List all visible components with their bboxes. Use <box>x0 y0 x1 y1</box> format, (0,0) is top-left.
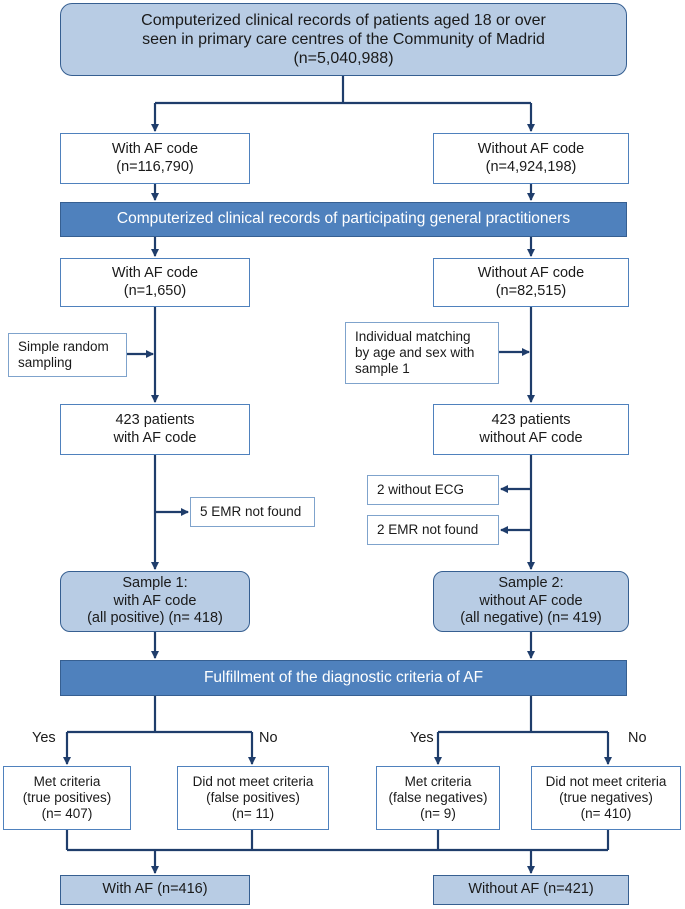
outcome-line2: (true positives) <box>22 789 112 805</box>
left-emr-not-found-box: 5 EMR not found <box>190 497 315 527</box>
sample2-count: (all negative) (n= 419) <box>460 610 602 627</box>
right-without-ecg-text: 2 without ECG <box>377 481 465 497</box>
outcome-line1: Did not meet criteria <box>545 773 667 789</box>
sample1-count: (all positive) (n= 418) <box>87 610 223 627</box>
right-without-ecg-box: 2 without ECG <box>367 475 499 505</box>
level3-without-af-box: 423 patients without AF code <box>433 404 629 455</box>
level3-left-line1: 423 patients <box>115 412 195 429</box>
level2-without-af-box: Without AF code (n=82,515) <box>433 258 629 307</box>
level3-right-line1: 423 patients <box>491 412 571 429</box>
final-with-af-text: With AF (n=416) <box>102 881 208 898</box>
level1-with-af-box: With AF code (n=116,790) <box>60 133 250 184</box>
outcome-line2: (true negatives) <box>559 789 653 805</box>
sample1-subtitle: with AF code <box>113 592 197 609</box>
sampling-left-line1: Simple random <box>18 338 109 354</box>
level1-left-count: (n=116,790) <box>116 158 194 175</box>
sample1-title: Sample 1: <box>122 575 188 592</box>
sample2-title: Sample 2: <box>498 575 564 592</box>
outcome-line3: (n= 9) <box>420 806 456 822</box>
outcome-line3: (n= 407) <box>41 806 93 822</box>
outcome-line1: Met criteria <box>404 773 472 789</box>
final-without-af-text: Without AF (n=421) <box>468 881 594 898</box>
population-line2: seen in primary care centres of the Comm… <box>142 30 545 48</box>
outcome-line1: Did not meet criteria <box>192 773 314 789</box>
gp-records-bar: Computerized clinical records of partici… <box>60 202 627 237</box>
level2-right-label: Without AF code <box>477 265 585 282</box>
yes-right-label: Yes <box>410 730 434 746</box>
final-with-af-box: With AF (n=416) <box>60 875 250 905</box>
gp-records-text: Computerized clinical records of partici… <box>116 210 571 228</box>
diagnostic-criteria-bar: Fulfillment of the diagnostic criteria o… <box>60 660 627 696</box>
population-box: Computerized clinical records of patient… <box>60 3 627 76</box>
right-emr-not-found-box: 2 EMR not found <box>367 515 499 545</box>
level2-left-count: (n=1,650) <box>123 282 187 299</box>
individual-matching-box: Individual matching by age and sex with … <box>345 322 499 384</box>
level1-right-count: (n=4,924,198) <box>485 158 577 175</box>
level1-without-af-box: Without AF code (n=4,924,198) <box>433 133 629 184</box>
level1-left-label: With AF code <box>111 141 199 158</box>
no-left-label: No <box>259 730 278 746</box>
outcome-true-positives-box: Met criteria (true positives) (n= 407) <box>3 766 131 830</box>
final-without-af-box: Without AF (n=421) <box>433 875 629 905</box>
level1-right-label: Without AF code <box>477 141 585 158</box>
population-line1: Computerized clinical records of patient… <box>141 11 546 29</box>
sampling-right-line3: sample 1 <box>355 361 410 377</box>
sample2-box: Sample 2: without AF code (all negative)… <box>433 571 629 632</box>
level2-right-count: (n=82,515) <box>495 282 567 299</box>
level2-left-label: With AF code <box>111 265 199 282</box>
outcome-line1: Met criteria <box>33 773 101 789</box>
no-right-label: No <box>628 730 647 746</box>
sampling-left-line2: sampling <box>18 355 73 370</box>
outcome-false-positives-box: Did not meet criteria (false positives) … <box>177 766 329 830</box>
outcome-line2: (false negatives) <box>388 789 488 805</box>
sample2-subtitle: without AF code <box>479 592 583 609</box>
level3-left-line2: with AF code <box>113 429 197 446</box>
outcome-false-negatives-box: Met criteria (false negatives) (n= 9) <box>376 766 500 830</box>
level3-right-line2: without AF code <box>479 429 583 446</box>
population-total: (n=5,040,988) <box>293 50 394 68</box>
diagnostic-criteria-text: Fulfillment of the diagnostic criteria o… <box>203 668 484 686</box>
left-emr-not-found-text: 5 EMR not found <box>200 503 302 519</box>
level3-with-af-box: 423 patients with AF code <box>60 404 250 455</box>
simple-random-sampling-box: Simple random sampling <box>8 333 127 377</box>
outcome-line2: (false positives) <box>206 789 300 805</box>
level2-with-af-box: With AF code (n=1,650) <box>60 258 250 307</box>
right-emr-not-found-text: 2 EMR not found <box>377 521 479 537</box>
outcome-line3: (n= 410) <box>580 806 632 822</box>
sampling-right-line2: by age and sex with <box>355 344 475 360</box>
outcome-line3: (n= 11) <box>231 806 275 822</box>
yes-left-label: Yes <box>32 730 56 746</box>
outcome-true-negatives-box: Did not meet criteria (true negatives) (… <box>531 766 681 830</box>
sample1-box: Sample 1: with AF code (all positive) (n… <box>60 571 250 632</box>
sampling-right-line1: Individual matching <box>355 328 471 344</box>
